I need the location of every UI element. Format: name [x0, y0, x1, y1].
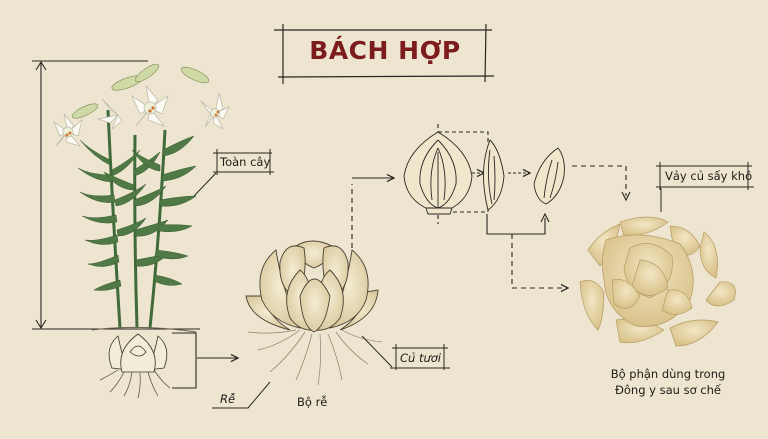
process-arrows	[351, 124, 631, 288]
height-dimension-line	[32, 60, 200, 330]
label-dried-scales: Vảy củ sấy khô	[665, 169, 753, 183]
label-root: Rễ	[220, 392, 236, 406]
dried-scales-label-frame	[656, 162, 754, 212]
caption-line-2: Đông y sau sơ chế	[614, 383, 721, 397]
scale-front-view-sketch	[533, 147, 565, 205]
root-label-leader	[212, 381, 271, 409]
label-whole-plant: Toàn cây	[220, 155, 271, 169]
fresh-bulb-label-frame	[361, 335, 450, 370]
scale-side-view-sketch	[483, 139, 505, 211]
title-frame	[274, 23, 495, 84]
small-bulb-illustration	[91, 326, 238, 399]
lily-plant-illustration	[53, 63, 230, 329]
whole-plant-label-frame	[193, 149, 274, 197]
bulb-cross-section-sketch	[403, 131, 473, 215]
caption-line-1: Bộ phận dùng trong	[610, 367, 726, 381]
page-title: BÁCH HỢP	[309, 35, 461, 65]
fresh-bulb-illustration	[245, 240, 383, 386]
caption-used-part: Bộ phận dùng trong Đông y sau sơ chế	[588, 366, 748, 398]
dried-scales-illustration	[579, 216, 736, 347]
label-fresh-bulb: Củ tươi	[400, 351, 442, 365]
label-root-system: Bộ rễ	[297, 395, 328, 409]
